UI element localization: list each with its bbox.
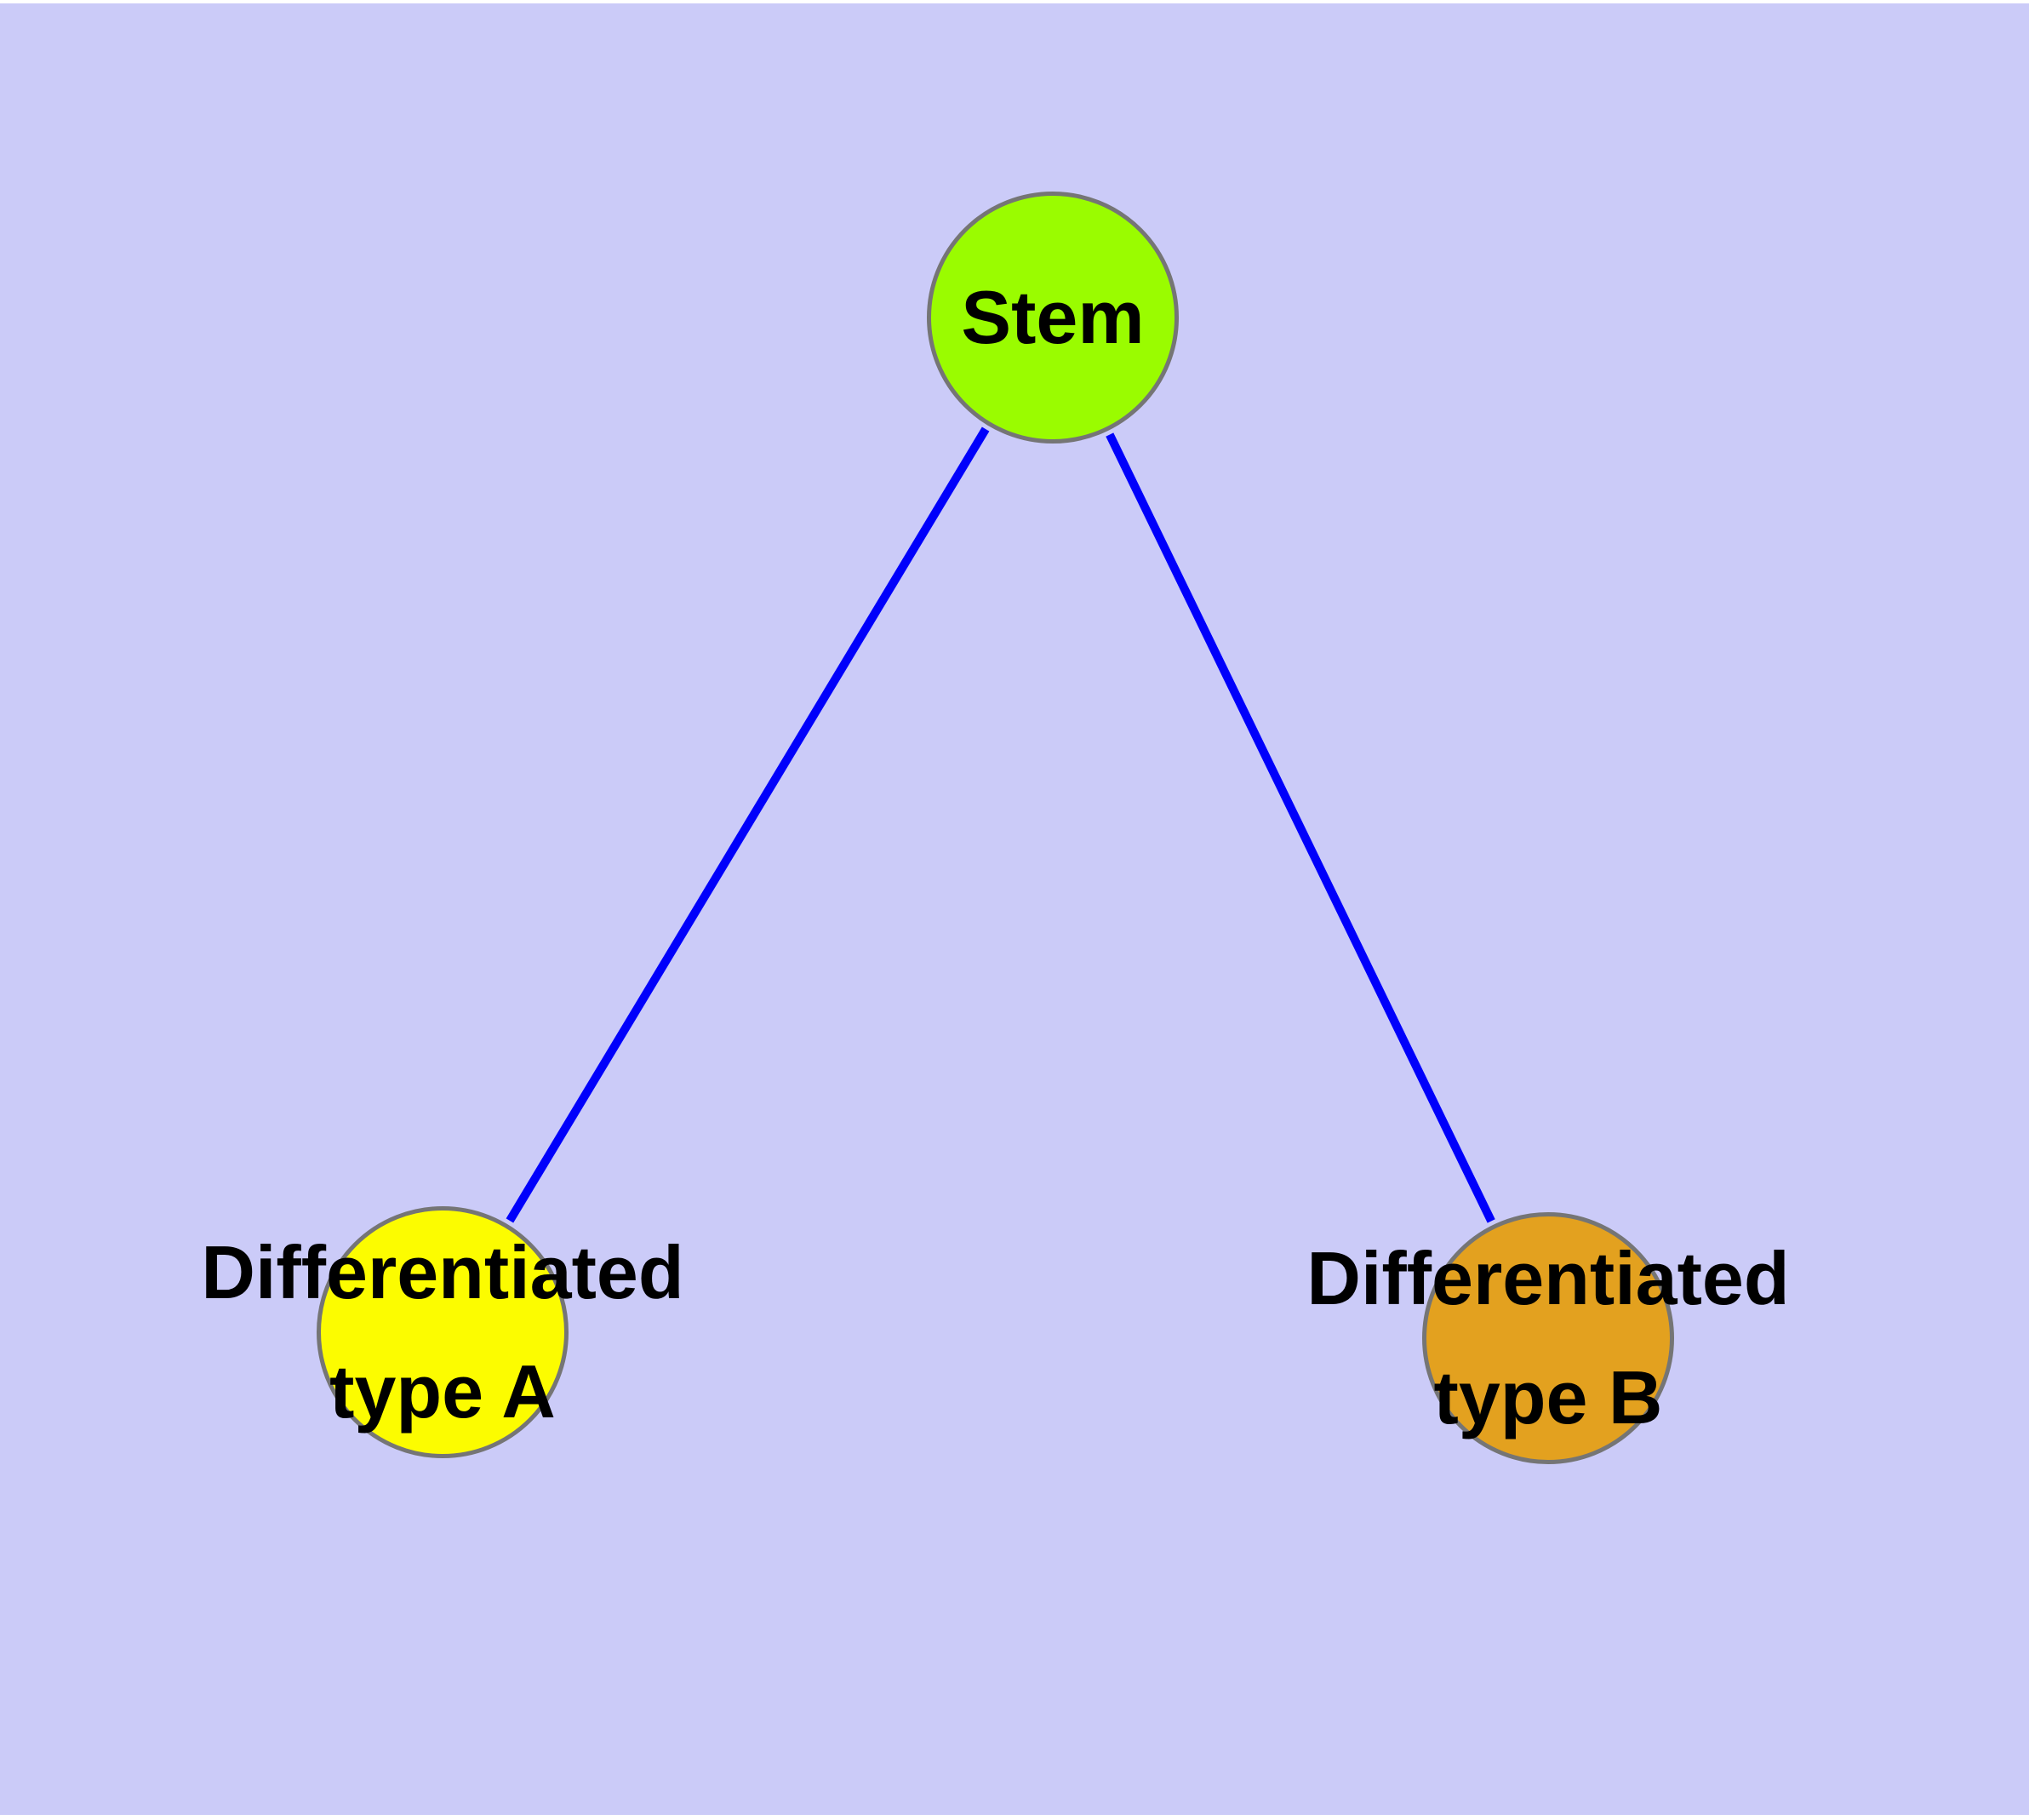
node-label-line: Differentiated xyxy=(1306,1236,1790,1320)
node-label-line: type A xyxy=(329,1349,556,1434)
node-label-line: type B xyxy=(1433,1355,1663,1439)
edge-stem-to-differentiated-type-b xyxy=(1106,432,1495,1223)
edge-stem-to-differentiated-type-a xyxy=(506,426,990,1223)
node-stem xyxy=(927,192,1179,444)
node-label-stem: Stem xyxy=(961,258,1144,377)
node-differentiated-type-b xyxy=(1422,1212,1674,1464)
node-label-line: Stem xyxy=(961,275,1145,359)
node-label-differentiated-type-b: Differentiated type B xyxy=(1306,1219,1789,1457)
node-differentiated-type-a xyxy=(317,1206,569,1458)
node-label-line: Differentiated xyxy=(201,1230,684,1314)
node-label-differentiated-type-a: Differentiated type A xyxy=(201,1213,683,1451)
